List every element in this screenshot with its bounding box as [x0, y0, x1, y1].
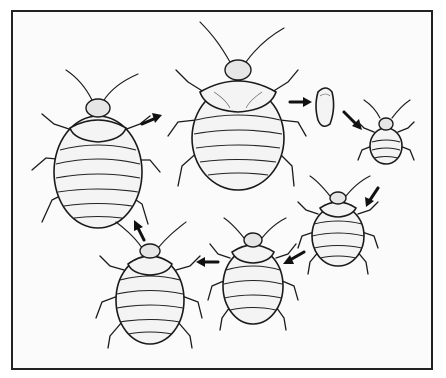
bug-adult-center — [168, 22, 306, 190]
arrow-6 — [196, 257, 218, 267]
arrow-3 — [344, 112, 362, 130]
arrow-2 — [290, 97, 312, 107]
bug-nymph-1 — [358, 100, 414, 164]
bug-adult-left — [32, 70, 160, 228]
arrow-5 — [283, 252, 304, 264]
bug-nymph-4 — [96, 222, 202, 348]
bug-nymph-2 — [298, 176, 378, 274]
bug-nymph-3 — [208, 218, 298, 330]
arrow-7 — [134, 220, 144, 240]
egg — [316, 88, 334, 126]
arrow-1 — [142, 113, 162, 124]
